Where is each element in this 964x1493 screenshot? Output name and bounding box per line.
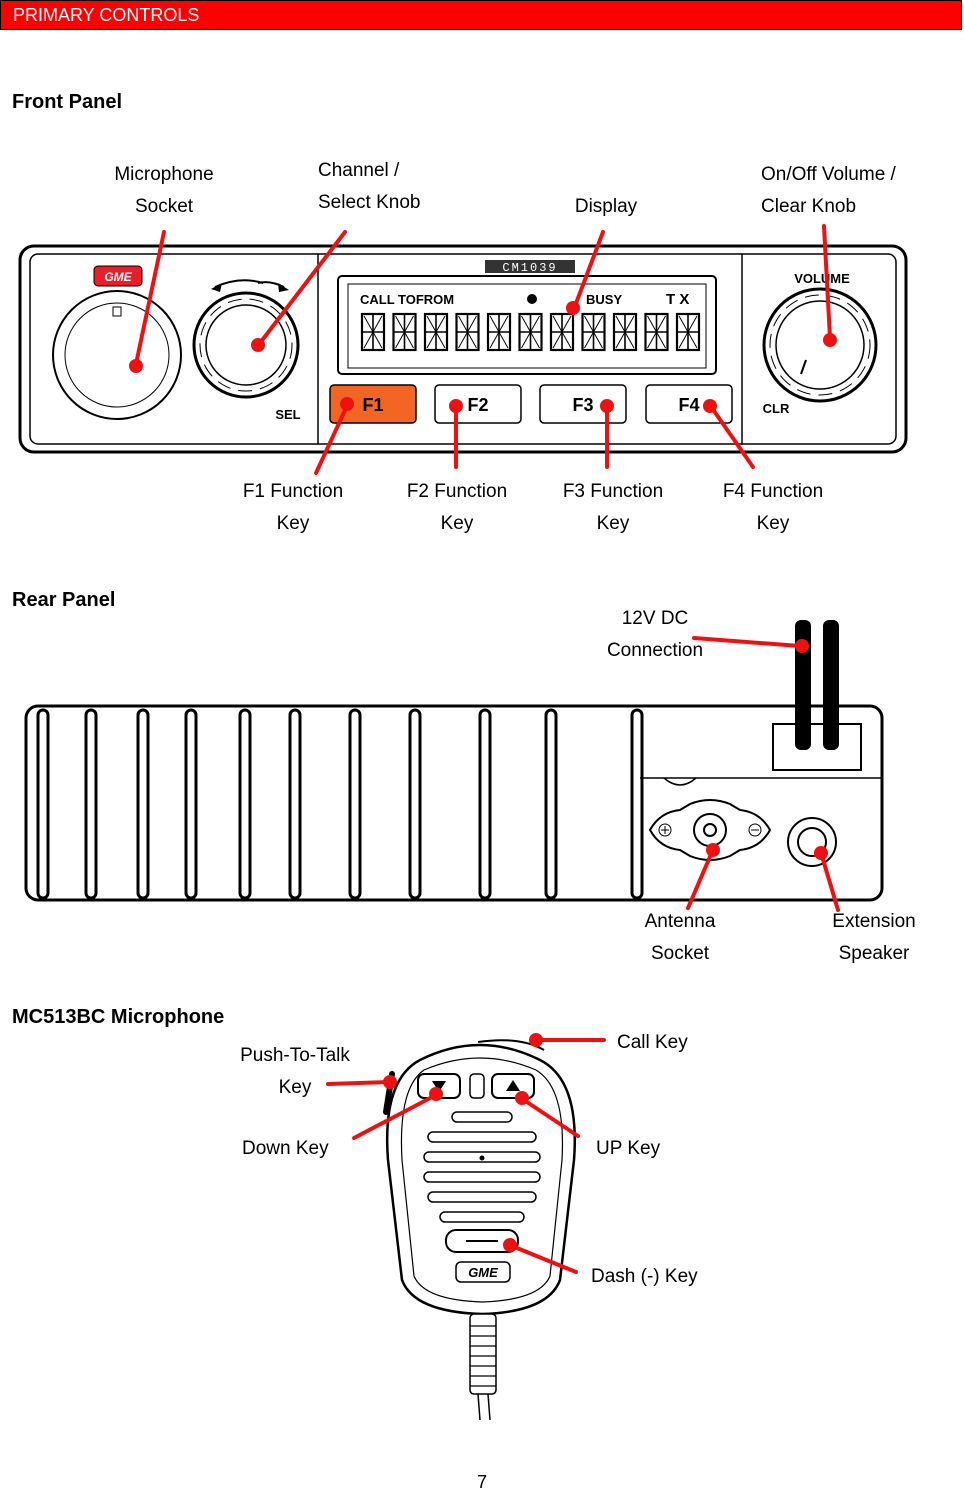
microphone-illustration: GME — [326, 1033, 606, 1421]
label-up-key: UP Key — [596, 1138, 661, 1159]
lcd-cell — [644, 312, 669, 352]
svg-text:SEL: SEL — [275, 407, 300, 422]
svg-text:F1: F1 — [362, 395, 383, 415]
front-panel-illustration: GME SEL CM1039 CALL TOFROM — [18, 224, 908, 475]
svg-text:CALL TOFROM: CALL TOFROM — [360, 292, 454, 307]
volume-knob-icon: VOLUME CLR — [762, 271, 878, 416]
lcd-cell — [392, 312, 417, 352]
svg-text:BUSY: BUSY — [586, 292, 622, 307]
page-number: 7 — [476, 1472, 487, 1492]
microphone-socket-icon — [52, 290, 182, 420]
speaker-socket-icon — [787, 817, 837, 867]
heatsink-fin — [184, 708, 198, 900]
svg-text:T X: T X — [666, 291, 689, 308]
svg-text:CLR: CLR — [763, 401, 790, 416]
heatsink-fin — [630, 708, 644, 900]
antenna-socket-icon — [648, 799, 772, 861]
function-key-f1: F1 — [329, 384, 417, 424]
lcd-cell — [518, 312, 543, 352]
microphone-title: MC513BC Microphone — [12, 1006, 225, 1028]
rear-callout-lines — [686, 636, 840, 912]
grille-slot — [427, 1191, 537, 1203]
label-display: Display — [574, 196, 638, 217]
section-header-bar: PRIMARY CONTROLS — [0, 0, 962, 30]
grille-slot — [439, 1211, 525, 1223]
lcd-cell — [675, 312, 701, 352]
heatsink-fin — [544, 708, 558, 900]
svg-text:VOLUME: VOLUME — [794, 271, 850, 286]
grille-slot — [423, 1171, 541, 1183]
label-channel-select-knob: Channel /Select Knob — [318, 160, 421, 213]
heatsink-fin — [478, 708, 492, 900]
grille-slot — [427, 1131, 537, 1143]
lcd-cell — [549, 312, 575, 352]
front-panel-title: Front Panel — [12, 91, 123, 113]
svg-text:F4: F4 — [678, 395, 699, 415]
rear-panel-title: Rear Panel — [12, 589, 116, 611]
heatsink-fin — [288, 708, 302, 900]
label-down-key: Down Key — [242, 1138, 329, 1159]
svg-text:CM1039: CM1039 — [502, 261, 557, 275]
gme-logo: GME — [93, 265, 143, 287]
heatsink-fin — [348, 708, 362, 900]
function-key-f2: F2 — [434, 384, 522, 424]
lcd-cell — [360, 312, 386, 352]
dc-cable-icon — [772, 620, 862, 771]
function-key-f3: F3 — [539, 384, 627, 424]
front-callout-lines — [129, 224, 837, 475]
label-dash-key: Dash (-) Key — [591, 1266, 698, 1287]
microphone-callout-lines — [326, 1033, 606, 1274]
heatsink-fins — [36, 708, 644, 900]
heatsink-fin — [36, 708, 50, 900]
svg-text:F2: F2 — [467, 395, 488, 415]
heatsink-fin — [136, 708, 150, 900]
label-call-key: Call Key — [617, 1032, 688, 1053]
svg-text:F3: F3 — [572, 395, 593, 415]
lcd-cell — [455, 312, 480, 352]
microphone-grille — [423, 1111, 541, 1223]
lcd-display: CALL TOFROM BUSY T X — [337, 275, 717, 375]
lcd-cell — [581, 312, 606, 352]
model-tag: CM1039 — [485, 260, 575, 275]
label-volume-clear-knob: On/Off Volume /Clear Knob — [761, 164, 896, 217]
section-header-title: PRIMARY CONTROLS — [13, 5, 200, 25]
svg-text:GME: GME — [104, 270, 132, 284]
svg-text:GME: GME — [468, 1265, 498, 1280]
heatsink-fin — [408, 708, 422, 900]
heatsink-fin — [238, 708, 252, 900]
function-key-f4: F4 — [645, 384, 733, 424]
lcd-segment-cells — [360, 312, 701, 352]
channel-select-knob-icon: SEL — [192, 279, 301, 422]
heatsink-fin — [84, 708, 98, 900]
lcd-cell — [612, 312, 638, 352]
rear-panel-illustration — [24, 620, 884, 912]
grille-slot — [451, 1111, 513, 1123]
lcd-cell — [423, 312, 449, 352]
cable-strain-relief — [470, 1325, 496, 1387]
lcd-cell — [486, 312, 512, 352]
